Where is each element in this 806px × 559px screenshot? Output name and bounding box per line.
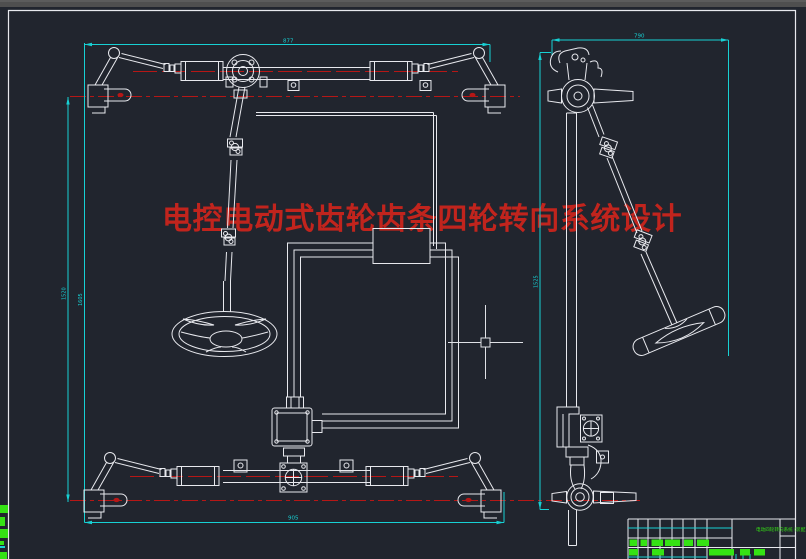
dim-label-overall-height: 1605: [78, 293, 84, 306]
steering-column-side-view: [587, 104, 678, 326]
title-block-filled-cells: [629, 539, 765, 556]
drawing-main-title: 电控电动式齿轮齿条四轮转向系统设计: [162, 202, 682, 237]
dim-label-side-width: 790: [634, 34, 645, 40]
universal-joint-upper: [227, 138, 243, 156]
dimension-rear-width: 905: [84, 492, 505, 525]
dimension-layer: 877 1520 1605 905 790 1525: [62, 34, 729, 525]
side-universal-joint-lower: [633, 229, 653, 253]
dim-label-rear-width: 905: [288, 516, 299, 522]
dim-label-axle-span: 1520: [62, 287, 68, 300]
ecu-box: [372, 228, 431, 264]
pinion-flange: [225, 54, 268, 88]
steering-wheel-side-view: [632, 306, 726, 356]
crosshair-cursor: [448, 305, 523, 379]
dim-label-side-height: 1525: [534, 275, 540, 288]
rear-steering-actuator: [223, 396, 370, 493]
side-universal-joint-upper: [599, 136, 619, 159]
steering-wheel-top-view: [171, 311, 278, 357]
pickbox: [480, 337, 491, 348]
left-edge-title-block-fragment: [0, 505, 8, 559]
kingpin-mark: [117, 92, 124, 98]
actuator-motor: [271, 407, 323, 447]
front-left-corner-assembly: [87, 47, 224, 114]
title-block-drawing-name: 电动四轮转向系统 (装配): [756, 526, 806, 533]
paper-border: [7, 9, 797, 559]
window-top-strip: [0, 0, 806, 7]
dimension-left-heights: 1520 1605: [62, 43, 85, 523]
side-view-support-channel: [566, 112, 577, 407]
dimension-side-view: 790 1525: [534, 34, 729, 510]
dim-label-front-width: 877: [283, 39, 294, 45]
side-view-front-knuckle: [547, 47, 634, 113]
window-top-strip-highlight: [0, 0, 806, 2]
front-steering-rack: [223, 54, 432, 91]
universal-joint-lower: [221, 228, 236, 246]
steering-column-front: [221, 86, 248, 312]
title-block: 电动四轮转向系统 (装配): [627, 518, 806, 559]
side-view-rear-knuckle: [551, 483, 637, 546]
side-view-assembly: [547, 47, 726, 546]
rear-gearbox: [279, 462, 308, 493]
side-view-rear-actuator: [556, 406, 609, 490]
dimension-front-width: 877: [84, 39, 491, 62]
